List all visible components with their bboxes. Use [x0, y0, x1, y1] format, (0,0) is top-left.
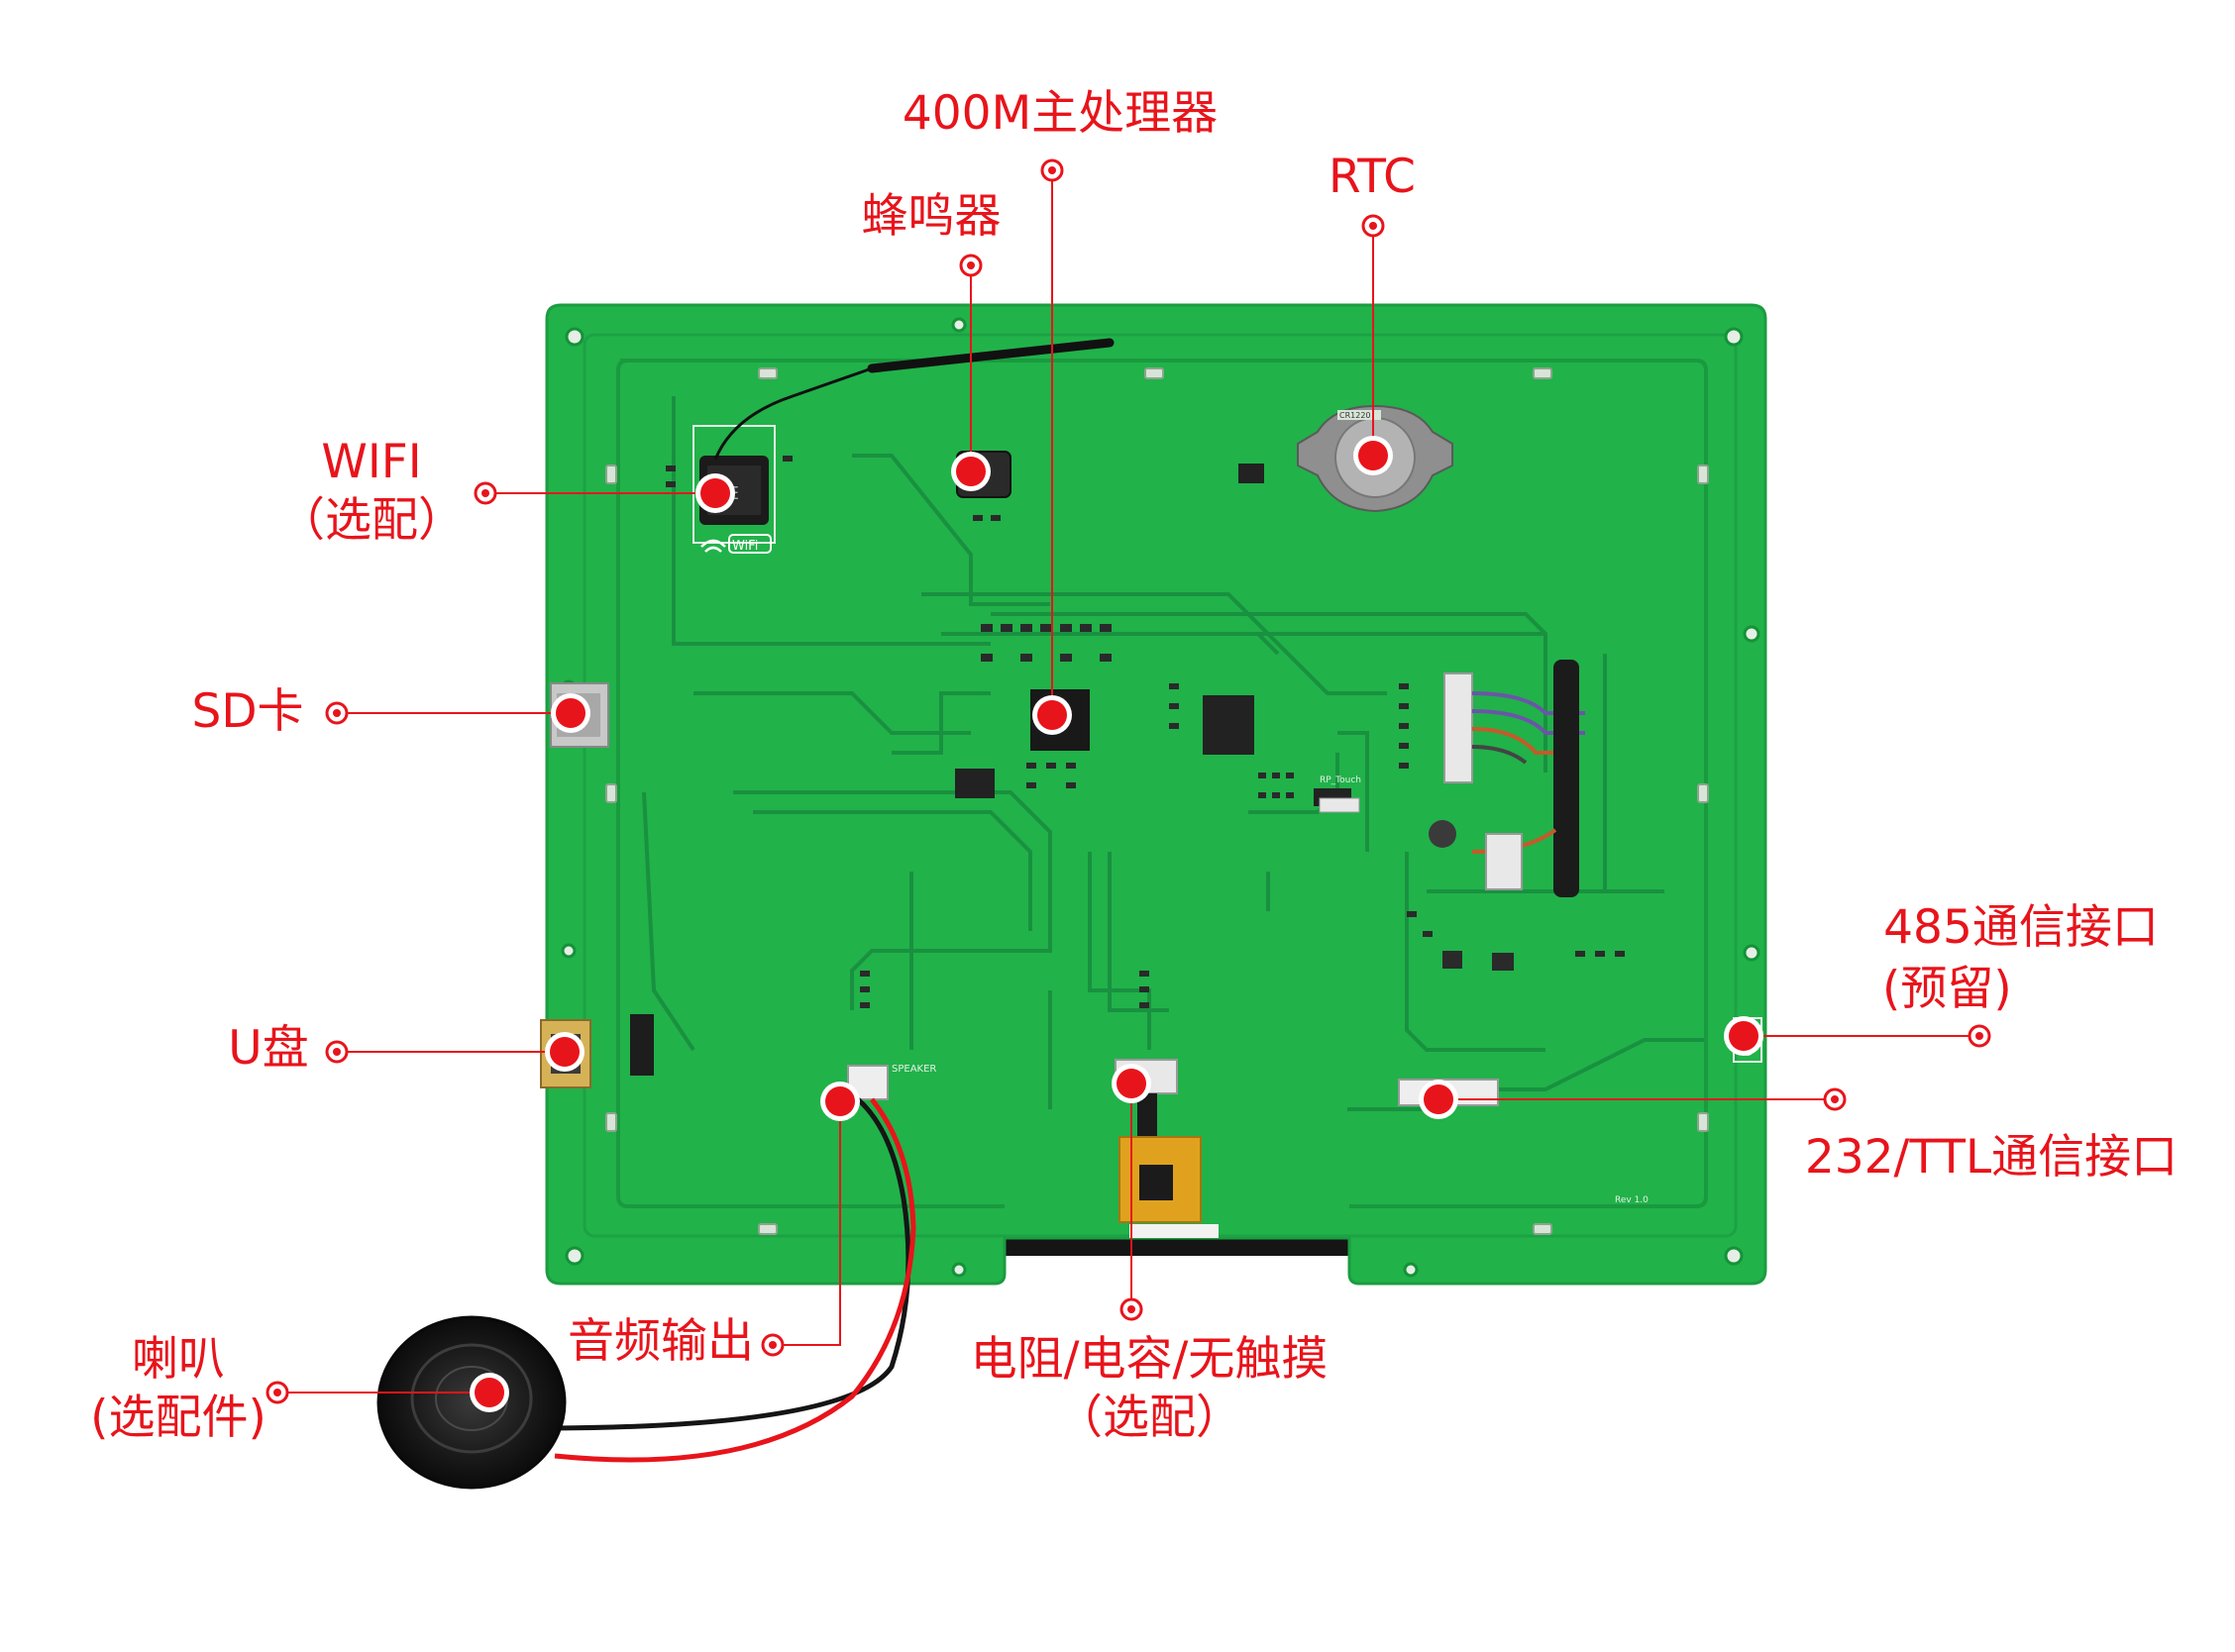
rtc-chip	[1238, 464, 1264, 483]
wifi-antenna	[867, 338, 1115, 373]
rs232-marker	[1419, 1080, 1458, 1119]
label-rs485: 485通信接口	[1883, 900, 2159, 955]
speaker-silk: SPEAKER	[892, 1064, 936, 1075]
speaker	[376, 1315, 567, 1490]
mounting-holes	[561, 317, 1760, 1278]
wifi-antenna-cable	[713, 366, 873, 461]
label-rtc: RTC	[1328, 150, 1416, 204]
pcb-traces	[642, 396, 1704, 1111]
label-touch: 电阻/电容/无触摸 （选配）	[970, 1332, 1329, 1445]
label-wifi: WIFI （选配）	[278, 435, 465, 548]
label-sd: SD卡	[191, 684, 304, 739]
speaker-wire-black	[554, 1097, 911, 1431]
rp-touch-silk: RP_Touch	[1320, 775, 1361, 785]
audio-marker	[820, 1082, 860, 1121]
screw-slots	[605, 367, 1709, 1235]
flash-chip	[1203, 695, 1254, 755]
speaker-wire-red	[554, 1097, 916, 1463]
callout-lines	[277, 170, 1979, 1394]
callout-markers	[266, 158, 1991, 1412]
wifi-logo: WiFi	[732, 539, 758, 554]
label-rs485-note: (预留)	[1882, 962, 2012, 1016]
label-rs232: 232/TTL通信接口	[1804, 1130, 2179, 1185]
speaker-marker	[470, 1373, 509, 1412]
cpu-marker	[1032, 695, 1072, 735]
ram-chip	[955, 769, 995, 798]
touch-marker	[1112, 1064, 1151, 1103]
label-buzzer: 蜂鸣器	[861, 189, 1002, 244]
label-audio: 音频输出	[568, 1314, 754, 1369]
rp-touch-connector	[1319, 797, 1360, 813]
label-speaker: 喇叭 (选配件)	[90, 1332, 266, 1445]
usb-marker	[545, 1032, 585, 1072]
cr-silk: CR1220	[1339, 411, 1371, 420]
sd-marker	[551, 693, 590, 733]
rtc-marker	[1353, 436, 1393, 475]
rs485-marker	[1724, 1016, 1763, 1056]
label-cpu: 400M主处理器	[902, 86, 1219, 141]
label-usb: U盘	[228, 1021, 309, 1076]
smd-components	[666, 456, 1625, 1008]
wifi-marker	[695, 473, 735, 513]
rev-silk: Rev 1.0	[1615, 1195, 1649, 1205]
lcd-connector	[1429, 660, 1585, 897]
pcb-board	[545, 303, 1767, 1286]
buzzer-marker	[951, 452, 991, 491]
